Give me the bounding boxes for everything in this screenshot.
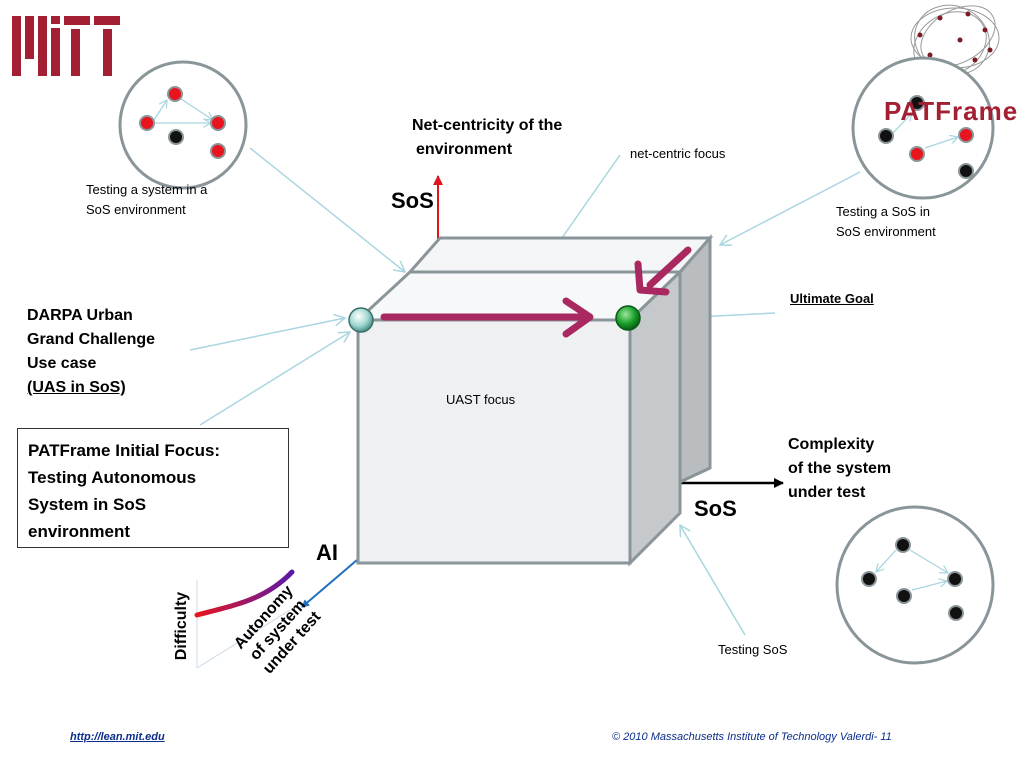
darpa-start-node xyxy=(348,307,374,333)
uast-focus-label: UAST focus xyxy=(446,392,516,407)
complexity-title: Complexity of the system under test xyxy=(788,436,892,501)
footer-url-link[interactable]: http://lean.mit.edu xyxy=(70,731,165,743)
ultimate-goal-node xyxy=(615,305,641,331)
system-in-sos-network xyxy=(118,60,248,190)
sos-right-label: SoS xyxy=(694,496,737,521)
darpa-label: DARPA Urban Grand Challenge Use case (UA… xyxy=(27,304,155,400)
net-centricity-title-line1: Net-centricity of the xyxy=(412,117,563,134)
mit-logo xyxy=(12,16,120,76)
autonomy-axis xyxy=(301,559,358,608)
cube-front-face xyxy=(356,318,632,565)
patframe-initial-focus-box: PATFrame Initial Focus: Testing Autonomo… xyxy=(17,428,289,548)
net-centric-focus-label: net-centric focus xyxy=(630,146,726,161)
net-centricity-title-line2: environment xyxy=(416,141,513,158)
darpa-uas-link[interactable]: (UAS in SoS) xyxy=(27,379,126,396)
sos-in-sos-network xyxy=(851,56,995,200)
ai-label: AI xyxy=(316,540,338,565)
sos-up-label: SoS xyxy=(391,188,434,213)
accent-arrows xyxy=(380,246,692,338)
testing-sos-network xyxy=(835,505,995,665)
ultimate-goal-label: Ultimate Goal xyxy=(790,291,874,306)
testing-system-in-sos-label: Testing a system in a SoS environment xyxy=(86,182,208,217)
difficulty-chart xyxy=(194,569,295,669)
footer-copyright: © 2010 Massachusetts Institute of Techno… xyxy=(612,731,892,743)
patframe-logo: PATFrame xyxy=(884,96,1019,126)
testing-sos-label: Testing SoS xyxy=(718,642,788,657)
difficulty-label: Difficulty xyxy=(173,591,190,661)
net-centricity-title: Net-centricity of the environment xyxy=(412,114,562,162)
testing-sos-in-sos-label: Testing a SoS in SoS environment xyxy=(836,204,936,239)
uast-cube xyxy=(354,268,684,567)
